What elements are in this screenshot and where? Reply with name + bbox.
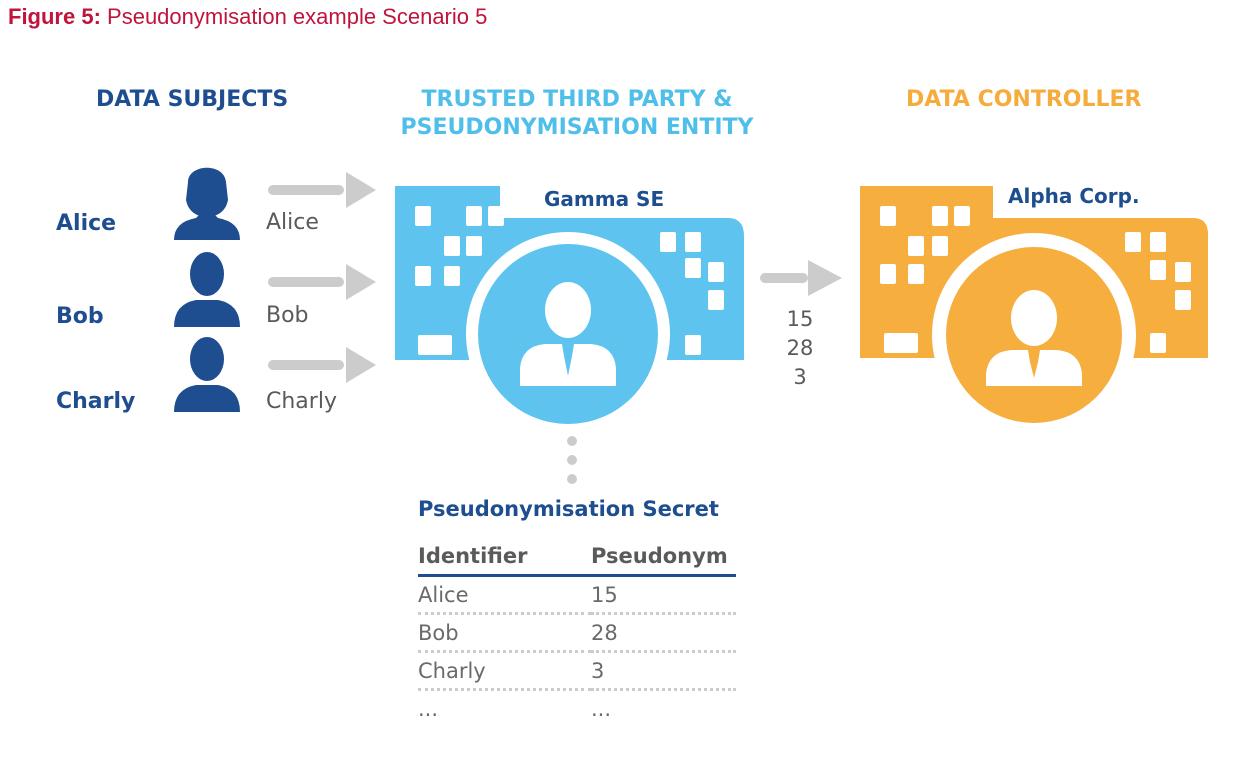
person-icon	[520, 282, 616, 386]
flow-label-bob: Bob	[266, 303, 309, 328]
identifier-cell: Alice	[418, 575, 591, 615]
pseudonym-cell: ...	[591, 697, 612, 721]
pseudonym-cell: 28	[591, 613, 736, 653]
pseudonym-list: 15 28 3	[770, 305, 830, 392]
male-person-icon	[174, 337, 240, 412]
identifier-cell: ...	[418, 697, 439, 721]
subject-name-bob: Bob	[56, 304, 104, 329]
arrow-alice-to-ttp	[268, 172, 376, 208]
table-row: Alice 15	[418, 575, 736, 615]
ttp-building-icon	[395, 186, 744, 436]
arrow-charly-to-ttp	[268, 347, 376, 383]
subject-name-charly: Charly	[56, 389, 136, 414]
figure-caption: Pseudonymisation example Scenario 5	[107, 4, 488, 29]
dotted-connector	[567, 436, 577, 484]
heading-ttp-line2: PSEUDONYMISATION ENTITY	[400, 115, 754, 140]
identifier-cell: Charly	[418, 651, 591, 691]
pseudonym-cell: 15	[591, 575, 736, 615]
figure-label: Figure 5:	[8, 4, 101, 29]
heading-ttp-line1: TRUSTED THIRD PARTY &	[421, 87, 733, 112]
subject-name-alice: Alice	[56, 211, 117, 236]
arrow-ttp-to-controller	[760, 260, 842, 296]
secret-title: Pseudonymisation Secret	[418, 497, 719, 521]
figure-title: Figure 5: Pseudonymisation example Scena…	[8, 4, 487, 30]
table-row: Bob 28	[418, 613, 736, 653]
heading-trusted-third-party: TRUSTED THIRD PARTY & PSEUDONYMISATION E…	[370, 86, 784, 142]
controller-building-icon	[860, 186, 1208, 437]
person-icon	[986, 290, 1082, 386]
identifier-cell: Bob	[418, 613, 591, 653]
pseudonym-value: 28	[786, 336, 814, 360]
flow-label-charly: Charly	[266, 389, 337, 414]
ttp-name: Gamma SE	[544, 187, 665, 211]
heading-data-controller: DATA CONTROLLER	[906, 87, 1142, 112]
controller-name: Alpha Corp.	[1008, 184, 1140, 208]
flow-label-alice: Alice	[266, 210, 319, 235]
table-row: ... ...	[418, 690, 736, 727]
secret-header-identifier: Identifier	[418, 544, 591, 577]
pseudonym-value: 3	[793, 365, 807, 389]
heading-data-subjects: DATA SUBJECTS	[96, 87, 289, 112]
table-row: Charly 3	[418, 651, 736, 691]
secret-table: Identifier Pseudonym Alice 15 Bob 28 Cha…	[418, 544, 736, 726]
female-person-icon	[174, 167, 240, 240]
secret-header-pseudonym: Pseudonym	[591, 544, 736, 577]
secret-header-row: Identifier Pseudonym	[418, 544, 736, 577]
pseudonym-value: 15	[786, 307, 814, 331]
arrow-bob-to-ttp	[268, 264, 376, 300]
pseudonym-cell: 3	[591, 651, 736, 691]
male-person-icon	[174, 252, 240, 327]
